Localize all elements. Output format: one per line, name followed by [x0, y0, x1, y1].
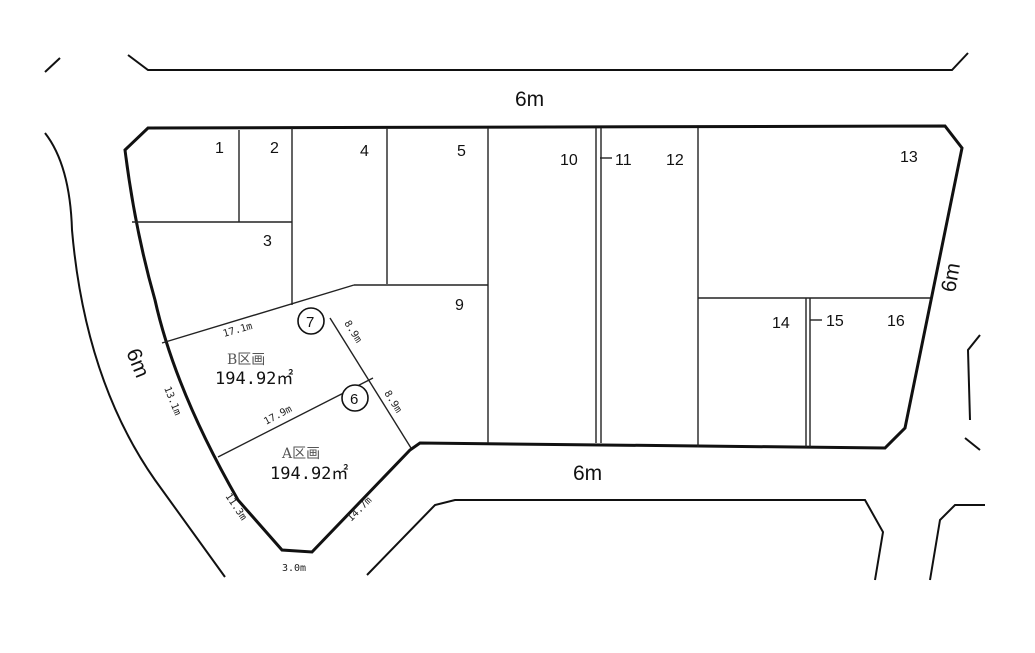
road-label-left: 6m — [121, 345, 153, 381]
lot-number: 16 — [887, 313, 905, 330]
lot-lines — [132, 128, 930, 458]
section-b-number: 7 — [306, 314, 314, 331]
dimension-b-left: 13.1m — [161, 385, 182, 417]
lot-number: 1 — [215, 140, 224, 157]
lot-number: 12 — [666, 152, 684, 169]
dimension-a-bottom: 3.0m — [282, 563, 306, 574]
dimension-a-bottom-right: 14.7m — [345, 495, 374, 524]
road-edges — [44, 52, 985, 581]
section-a-area: 194.92㎡ — [270, 464, 348, 484]
section-a-name: A区画 — [281, 446, 320, 462]
lot-number: 4 — [360, 143, 369, 160]
road-label-middle: 6m — [573, 462, 602, 485]
dimension-ab-boundary: 17.9m — [262, 404, 294, 428]
section-b-area: 194.92㎡ — [215, 369, 293, 389]
road-label-right: 6m — [937, 261, 965, 294]
road-label-top: 6m — [515, 88, 544, 111]
section-a-number: 6 — [350, 391, 358, 408]
circled-number-7: 7 — [297, 307, 325, 335]
lot-number: 11 — [615, 152, 632, 169]
lot-number: 15 — [826, 313, 844, 330]
lot-number: 10 — [560, 152, 578, 169]
circled-number-6: 6 — [341, 384, 369, 412]
dimension-a-right: 8.9m — [381, 389, 403, 415]
lot-number: 5 — [457, 143, 466, 160]
section-b-name: B区画 — [227, 352, 265, 368]
lot-number: 13 — [900, 149, 918, 166]
lot-number: 9 — [455, 297, 464, 314]
lot-number: 14 — [772, 315, 790, 332]
lot-number: 2 — [270, 140, 279, 157]
main-block-outline — [123, 124, 964, 554]
lot-number: 3 — [263, 233, 272, 250]
